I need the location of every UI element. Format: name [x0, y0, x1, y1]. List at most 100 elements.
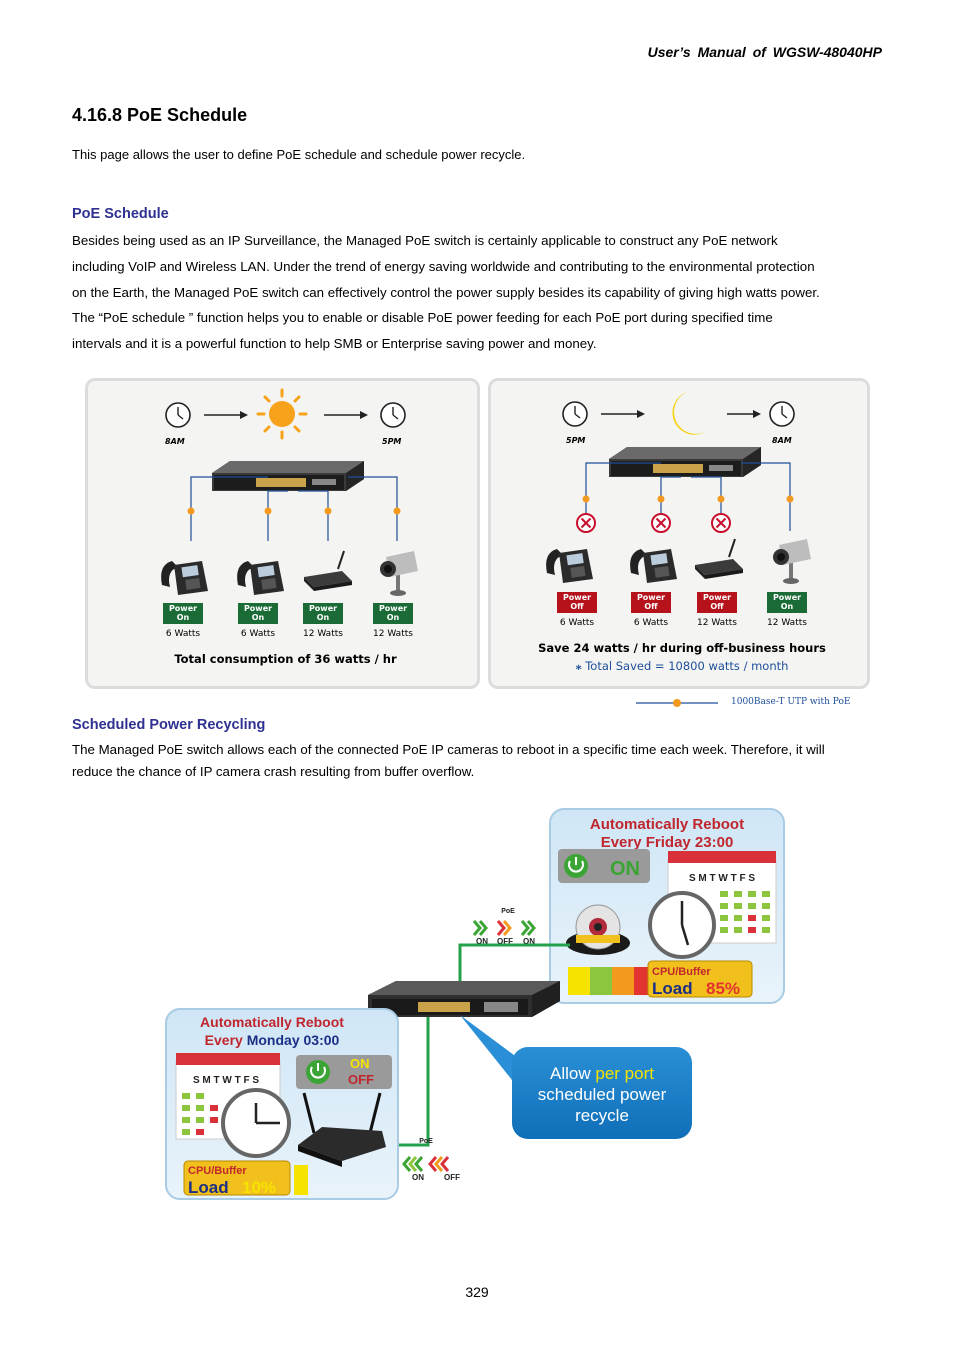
clock-icon	[562, 401, 588, 427]
end-time-label: 8AM	[772, 436, 792, 445]
power-state-on: ON	[350, 1056, 370, 1071]
callout-line2: scheduled power	[538, 1085, 667, 1104]
power-off-icon	[711, 513, 731, 533]
callout-line3: recycle	[575, 1106, 629, 1125]
monday-reboot-panel: Automatically Reboot Every Monday 03:00 …	[165, 1008, 399, 1200]
power-recycling-paragraph: The Managed PoE switch allows each of th…	[72, 739, 887, 783]
poe-bottom-label: PoE	[419, 1138, 433, 1145]
load-label: Load	[188, 1178, 229, 1197]
ip-phone-icon	[161, 561, 208, 595]
paragraph-line: The “PoE schedule ” function helps you t…	[72, 310, 773, 326]
wireless-ap-icon	[694, 538, 744, 580]
watts-label: 6 Watts	[559, 618, 595, 628]
paragraph-line: Besides being used as an IP Surveillance…	[72, 233, 778, 248]
night-savings-summary: Save 24 watts / hr during off-business h…	[538, 641, 826, 655]
power-recycling-diagram: Automatically Reboot Every Friday 23:00 …	[165, 808, 785, 1200]
ip-camera-icon	[773, 539, 811, 584]
poe-switch-icon	[212, 461, 364, 491]
friday-title-line1: Automatically Reboot	[590, 816, 744, 833]
paragraph-line: The Managed PoE switch allows each of th…	[72, 742, 825, 757]
watts-label: 12 Watts	[303, 629, 343, 639]
poe-top-label: PoE	[501, 908, 515, 915]
watts-label: 12 Watts	[697, 618, 737, 628]
night-schedule-diagram	[546, 392, 811, 584]
cpu-buffer-label: CPU/Buffer	[652, 966, 711, 978]
svg-text:ON: ON	[476, 937, 488, 946]
clock-icon	[769, 401, 795, 427]
cpu-buffer-label: CPU/Buffer	[188, 1165, 247, 1177]
watts-label: 12 Watts	[373, 629, 413, 639]
power-off-icon	[576, 513, 596, 533]
wireless-ap-icon	[298, 1092, 386, 1167]
clock-icon	[165, 402, 191, 428]
poe-on-off-arrows	[472, 920, 536, 936]
paragraph-line: including VoIP and Wireless LAN. Under t…	[72, 258, 815, 274]
ip-phone-icon	[237, 561, 284, 595]
per-port-callout	[512, 1047, 692, 1139]
section-title: 4.16.8 PoE Schedule	[72, 105, 248, 125]
poe-cable-legend-line	[636, 699, 718, 707]
callout-line1: Allow per port	[550, 1064, 654, 1083]
poe-switch-icon	[368, 981, 560, 1017]
ip-phone-icon	[546, 549, 593, 583]
dome-camera-icon	[566, 904, 630, 955]
poe-on-off-arrows	[402, 1156, 450, 1172]
total-saved-note: ⁎ Total Saved = 10800 watts / month	[575, 659, 789, 673]
monday-title-line2: Every Monday 03:00	[205, 1032, 340, 1048]
watts-label: 6 Watts	[240, 629, 276, 639]
start-time-label: 8AM	[165, 437, 185, 446]
svg-text:ON: ON	[412, 1173, 424, 1182]
ip-phone-icon	[630, 549, 677, 583]
watts-label: 6 Watts	[165, 629, 201, 639]
legend-label: 1000Base-T UTP with PoE	[731, 697, 851, 707]
paragraph-line: on the Earth, the Managed PoE switch can…	[72, 284, 820, 300]
wireless-ap-icon	[303, 550, 353, 592]
start-time-label: 5PM	[566, 436, 586, 445]
load-label: Load	[652, 979, 693, 998]
clock-icon	[380, 402, 406, 428]
day-consumption-summary: Total consumption of 36 watts / hr	[174, 652, 397, 666]
svg-text:OFF: OFF	[497, 937, 513, 946]
section-intro: This page allows the user to define PoE …	[72, 147, 526, 162]
load-value: 10%	[242, 1178, 276, 1197]
asterisk-icon: ⁎	[575, 659, 582, 673]
power-state-on: ON	[610, 858, 640, 880]
end-time-label: 5PM	[382, 437, 402, 446]
power-button-icon	[564, 854, 588, 878]
day-schedule-diagram	[161, 388, 418, 596]
svg-text:OFF: OFF	[444, 1173, 460, 1182]
sun-icon	[256, 388, 308, 440]
power-off-icon	[651, 513, 671, 533]
calendar-weekdays: S M T W T F S	[689, 873, 755, 884]
poe-schedule-heading: PoE Schedule	[72, 206, 169, 222]
manual-header: User’s Manual of WGSW-48040HP	[647, 44, 882, 60]
power-state-off: OFF	[348, 1072, 374, 1087]
paragraph-line: intervals and it is a powerful function …	[72, 336, 597, 352]
watts-label: 12 Watts	[767, 618, 807, 628]
poe-switch-icon	[609, 447, 761, 477]
poe-schedule-paragraph: Besides being used as an IP Surveillance…	[72, 228, 887, 357]
watts-label: 6 Watts	[633, 618, 669, 628]
monday-title-line1: Automatically Reboot	[200, 1014, 344, 1030]
power-button-icon	[306, 1060, 330, 1084]
power-recycling-heading: Scheduled Power Recycling	[72, 717, 266, 733]
paragraph-line: reduce the chance of IP camera crash res…	[72, 764, 475, 779]
friday-title-line2: Every Friday 23:00	[601, 834, 734, 851]
moon-icon	[672, 392, 705, 435]
svg-text:ON: ON	[523, 937, 535, 946]
calendar-weekdays: S M T W T F S	[193, 1075, 259, 1086]
page-number: 329	[465, 1284, 489, 1300]
ip-camera-icon	[380, 551, 418, 596]
load-value: 85%	[706, 979, 740, 998]
friday-reboot-panel: Automatically Reboot Every Friday 23:00 …	[549, 808, 785, 1004]
